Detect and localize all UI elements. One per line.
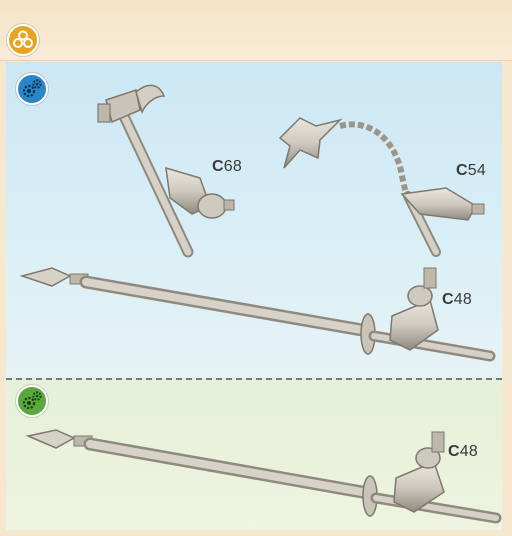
part-label-c48: C48 xyxy=(442,291,472,309)
part-code: C48 xyxy=(442,291,472,308)
part-code: C54 xyxy=(456,162,486,179)
part-label-c54: C54 xyxy=(456,162,486,180)
part-code: C48 xyxy=(448,443,478,460)
part-label-c68: C68 xyxy=(212,158,242,176)
spear-part-c48-alt xyxy=(28,430,496,518)
part-label-c48-alt: C48 xyxy=(448,443,478,461)
spear-part-c48 xyxy=(22,268,490,356)
flail-part-c54 xyxy=(280,118,484,252)
part-code: C68 xyxy=(212,158,242,175)
